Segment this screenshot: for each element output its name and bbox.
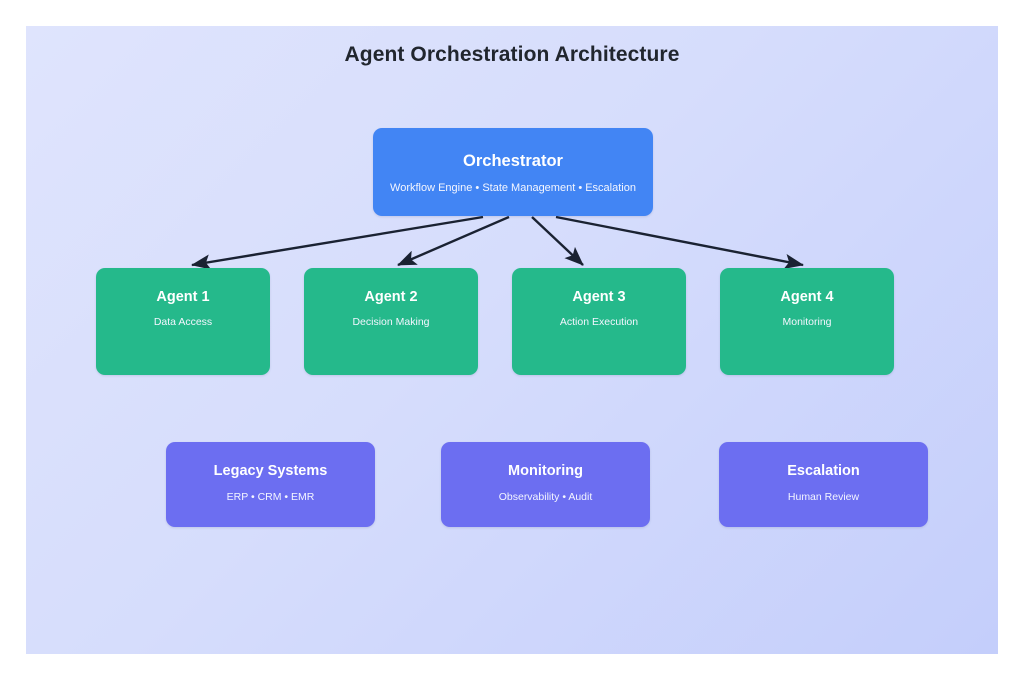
node-escalation[interactable]: Escalation Human Review — [719, 442, 928, 527]
node-agent-3[interactable]: Agent 3 Action Execution — [512, 268, 686, 375]
node-agent-2-subtitle: Decision Making — [352, 315, 430, 328]
node-agent-2[interactable]: Agent 2 Decision Making — [304, 268, 478, 375]
edge-orchestrator-to-agent-2 — [397, 215, 510, 267]
node-agent-2-title: Agent 2 — [364, 289, 418, 305]
node-orchestrator[interactable]: Orchestrator Workflow Engine • State Man… — [373, 128, 653, 216]
node-orchestrator-subtitle: Workflow Engine • State Management • Esc… — [390, 181, 636, 194]
node-legacy-systems-subtitle: ERP • CRM • EMR — [226, 490, 315, 503]
node-agent-3-subtitle: Action Execution — [559, 315, 639, 328]
node-agent-1-subtitle: Data Access — [153, 315, 213, 328]
page-title: Agent Orchestration Architecture — [344, 43, 680, 66]
node-escalation-subtitle: Human Review — [787, 490, 860, 503]
node-legacy-systems[interactable]: Legacy Systems ERP • CRM • EMR — [166, 442, 375, 527]
node-agent-1-title: Agent 1 — [156, 289, 210, 305]
node-legacy-systems-title: Legacy Systems — [213, 463, 328, 479]
node-agent-4[interactable]: Agent 4 Monitoring — [720, 268, 894, 375]
diagram-canvas: Agent Orchestration Architecture Orchest… — [26, 26, 998, 654]
node-agent-4-subtitle: Monitoring — [782, 315, 832, 328]
node-monitoring[interactable]: Monitoring Observability • Audit — [441, 442, 650, 527]
edge-orchestrator-to-agent-1 — [191, 215, 484, 270]
node-agent-4-title: Agent 4 — [780, 289, 834, 305]
edge-orchestrator-to-agent-4 — [555, 215, 804, 270]
edge-orchestrator-to-agent-3 — [531, 216, 584, 266]
node-orchestrator-title: Orchestrator — [463, 152, 563, 170]
node-monitoring-subtitle: Observability • Audit — [498, 490, 593, 503]
node-agent-1[interactable]: Agent 1 Data Access — [96, 268, 270, 375]
node-escalation-title: Escalation — [787, 463, 860, 479]
node-agent-3-title: Agent 3 — [572, 289, 626, 305]
node-monitoring-title: Monitoring — [508, 463, 583, 479]
